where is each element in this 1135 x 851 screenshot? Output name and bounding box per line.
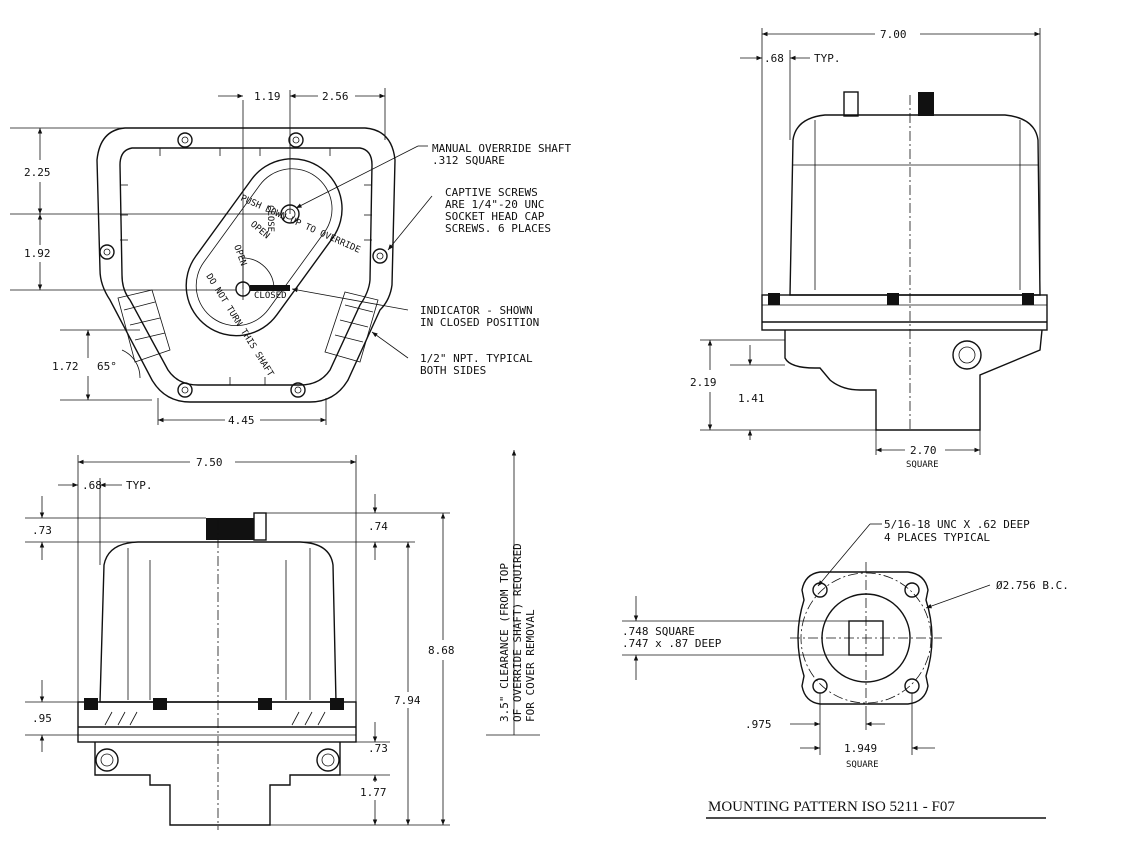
dim-2-70: 2.70 [910, 444, 937, 457]
indicator-plate [185, 158, 343, 337]
dim-2-19: 2.19 [690, 376, 717, 389]
callout-npt-1: 1/2" NPT. TYPICAL [420, 352, 533, 365]
front-view: 7.50 .68 TYP. .73 .95 .74 8.68 7.94 [25, 455, 455, 830]
dim-1-92: 1.92 [24, 247, 51, 260]
square-callout-1: .748 SQUARE [622, 625, 695, 638]
dim-68-front: .68 [82, 479, 102, 492]
dim-1-19: 1.19 [254, 90, 281, 103]
npt-port-right [324, 291, 379, 363]
dim-typ-right: TYP. [814, 52, 841, 65]
dim-typ-front: TYP. [126, 479, 153, 492]
dim-7-50: 7.50 [196, 456, 223, 469]
captive-screw [99, 132, 388, 398]
dim-975: .975 [745, 718, 772, 731]
bolt-circle-callout: Ø2.756 B.C. [996, 579, 1069, 592]
callout-captive-2: ARE 1/4"-20 UNC [445, 198, 544, 211]
plate-open-label: OPEN [231, 244, 248, 268]
clearance-note: 3.5" CLEARANCE (FROM TOP OF OVERRIDE SHA… [486, 450, 540, 736]
top-view: PUSH DOWN UP TO OVERRIDE DO NOT TURN THI… [10, 88, 571, 427]
dim-73-right: .73 [368, 742, 388, 755]
callout-indicator-1: INDICATOR - SHOWN [420, 304, 533, 317]
dim-74: .74 [368, 520, 388, 533]
dim-8-68: 8.68 [428, 644, 455, 657]
mounting-pattern: 5/16-18 UNC X .62 DEEP 4 PLACES TYPICAL … [622, 518, 1069, 819]
dim-73-left: .73 [32, 524, 52, 537]
tap-callout-1: 5/16-18 UNC X .62 DEEP [884, 518, 1030, 531]
dim-2-25: 2.25 [24, 166, 51, 179]
callout-indicator-2: IN CLOSED POSITION [420, 316, 539, 329]
mounting-title: MOUNTING PATTERN ISO 5211 - F07 [708, 799, 955, 815]
npt-port-left [117, 289, 171, 363]
dim-65-deg: 65° [97, 360, 117, 373]
callout-captive-3: SOCKET HEAD CAP [445, 210, 545, 223]
clearance-line-3: FOR COVER REMOVAL [524, 609, 537, 722]
dim-1-72: 1.72 [52, 360, 79, 373]
plate-close-arrow: CLOSE [265, 205, 275, 232]
clearance-line-2: OF OVERRIDE SHAFT) REQUIRED [511, 543, 524, 722]
right-side-view: 7.00 .68 TYP. 2.19 1.41 2.70 SQUARE [690, 28, 1048, 470]
right-side-cover [789, 114, 1041, 296]
dim-1-949: 1.949 [844, 742, 877, 755]
dim-95: .95 [32, 712, 52, 725]
callout-override-shaft-2: .312 SQUARE [432, 154, 505, 167]
callout-override-shaft-1: MANUAL OVERRIDE SHAFT [432, 142, 571, 155]
tap-callout-2: 4 PLACES TYPICAL [884, 531, 990, 544]
callout-captive-1: CAPTIVE SCREWS [445, 186, 538, 199]
callout-npt-2: BOTH SIDES [420, 364, 486, 377]
dim-2-70-square: SQUARE [906, 460, 939, 470]
dim-4-45: 4.45 [228, 414, 255, 427]
plate-closed-label: CLOSED [254, 291, 287, 301]
clearance-line-1: 3.5" CLEARANCE (FROM TOP [498, 563, 511, 722]
dim-1-41: 1.41 [738, 392, 765, 405]
callout-captive-4: SCREWS. 6 PLACES [445, 222, 551, 235]
dim-7-94: 7.94 [394, 694, 421, 707]
dim-7-00: 7.00 [880, 28, 907, 41]
square-callout-2: .747 x .87 DEEP [622, 637, 722, 650]
dim-1-949-square: SQUARE [846, 760, 879, 770]
top-view-housing-inner [119, 147, 373, 386]
dim-68-right: .68 [764, 52, 784, 65]
dim-1-77: 1.77 [360, 786, 387, 799]
top-view-housing-outer [96, 127, 396, 403]
dim-2-56: 2.56 [322, 90, 349, 103]
